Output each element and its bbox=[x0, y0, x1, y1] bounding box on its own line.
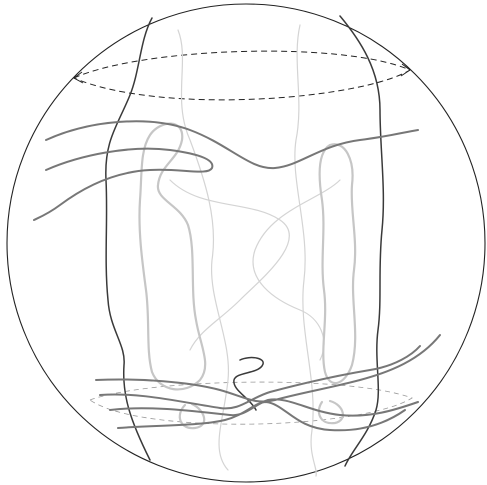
right-arrow-tip bbox=[401, 64, 410, 76]
faint-strand-cross bbox=[170, 180, 289, 350]
right-inner-loop bbox=[320, 144, 356, 383]
top-dashed-disc bbox=[74, 51, 410, 100]
right-vertical-curve bbox=[340, 16, 383, 466]
faint-strand-left bbox=[178, 30, 228, 470]
left-inner-loop bbox=[139, 124, 205, 390]
faint-strand-loop bbox=[253, 180, 340, 360]
top-strand-2 bbox=[34, 149, 212, 220]
top-strand-1 bbox=[46, 121, 418, 168]
